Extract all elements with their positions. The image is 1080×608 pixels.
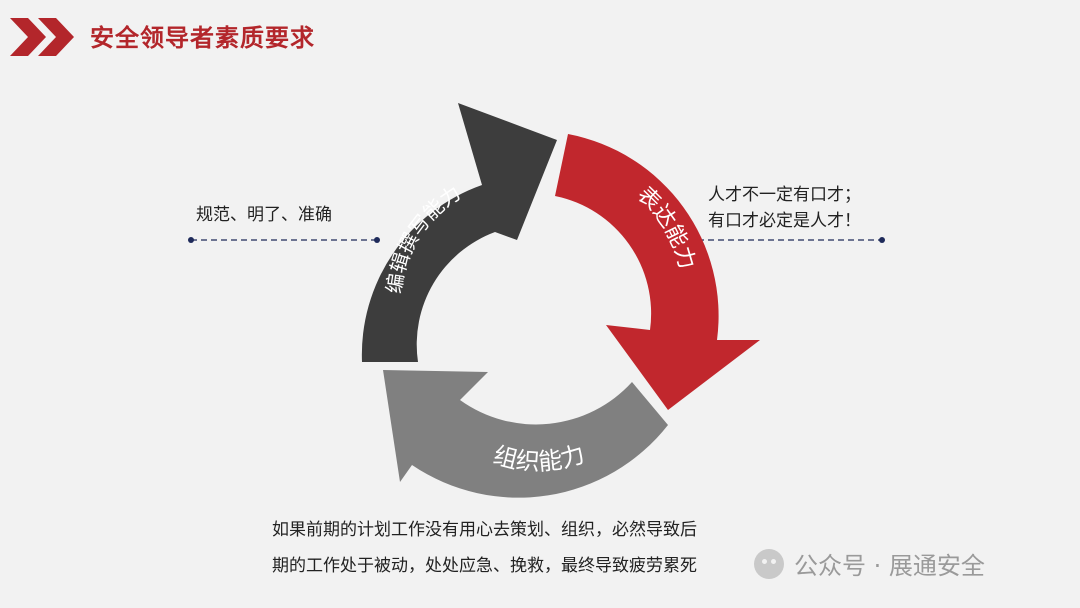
left-connector [188, 237, 380, 243]
organizing-note-line1: 如果前期的计划工作没有用心去策划、组织，必然导致后 [272, 520, 697, 540]
expression-note: 人才不一定有口才； 有口才必定是人才！ [708, 182, 861, 234]
page-title: 安全领导者素质要求 [90, 23, 315, 52]
right-connector [695, 237, 885, 243]
writing-arrow [361, 103, 557, 362]
organizing-arrow [383, 370, 668, 498]
expression-arrow [555, 134, 760, 410]
expression-note-line1: 人才不一定有口才； [708, 185, 861, 205]
organizing-note-line2: 期的工作处于被动，处处应急、挽救，最终导致疲劳累死 [272, 556, 697, 576]
wechat-icon [754, 548, 784, 579]
expression-note-line2: 有口才必定是人才！ [708, 211, 861, 231]
organizing-note: 如果前期的计划工作没有用心去策划、组织，必然导致后 期的工作处于被动，处处应急、… [272, 512, 832, 584]
watermark: 公众号 · 展通安全 [754, 546, 985, 581]
header-chevron-icon [10, 18, 74, 56]
watermark-text: 公众号 · 展通安全 [794, 552, 985, 580]
writing-note: 规范、明了、准确 [196, 205, 332, 225]
